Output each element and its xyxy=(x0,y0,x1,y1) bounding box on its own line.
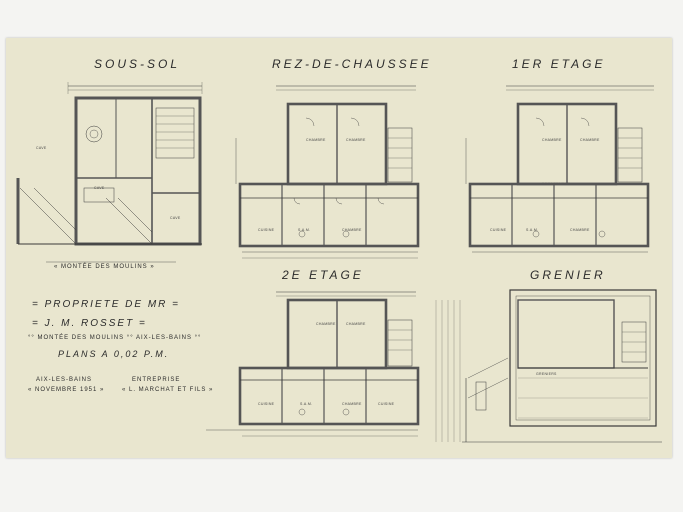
firm-label: ENTREPRISE xyxy=(132,377,181,383)
title-rez-de-chaussee: REZ-DE-CHAUSSEE xyxy=(272,57,432,71)
owner-line: = PROPRIETE DE MR = xyxy=(32,299,181,310)
firm-name: « L. MARCHAT ET FILS » xyxy=(122,387,214,393)
room-label: CHAMBRE xyxy=(580,138,600,142)
room-label: CHAMBRE xyxy=(342,228,362,232)
room-label: S.A.M. xyxy=(526,228,539,232)
room-label: S.A.M. xyxy=(298,228,311,232)
owner-name: = J. M. ROSSET = xyxy=(32,318,147,329)
caption-sous-sol: « MONTÉE DES MOULINS » xyxy=(54,264,155,270)
room-label: CHAMBRE xyxy=(542,138,562,142)
scale-line: PLANS A 0,02 P.M. xyxy=(58,349,170,359)
title-sous-sol: SOUS-SOL xyxy=(94,57,181,71)
room-label: CHAMBRE xyxy=(342,402,362,406)
room-label: S.A.M. xyxy=(300,402,313,406)
title-1er-etage: 1ER ETAGE xyxy=(512,57,606,71)
plan-drawings xyxy=(16,82,662,443)
plan-grenier xyxy=(435,289,662,443)
room-label: CAVE xyxy=(36,146,47,150)
place-label: AIX-LES-BAINS xyxy=(36,377,93,383)
room-label: CUISINE xyxy=(258,402,275,406)
room-label: CUISINE xyxy=(258,228,275,232)
room-label: CHAMBRE xyxy=(570,228,590,232)
address-line: °° MONTÉE DES MOULINS °° AIX-LES-BAINS °… xyxy=(28,335,202,341)
plan-sous-sol xyxy=(16,82,203,263)
title-grenier: GRENIER xyxy=(530,268,606,282)
plan-1er-etage xyxy=(465,85,654,253)
date-label: « NOVEMBRE 1951 » xyxy=(28,387,105,393)
title-2e-etage: 2E ETAGE xyxy=(282,268,364,282)
room-label: CUISINE xyxy=(378,402,395,406)
room-label: CAVE xyxy=(170,216,181,220)
room-label: CHAMBRE xyxy=(316,322,336,326)
room-label: CHAMBRE xyxy=(346,322,366,326)
room-label: GRENIERS xyxy=(536,372,557,376)
room-label: CHAMBRE xyxy=(306,138,326,142)
blueprint-sheet: SOUS-SOL REZ-DE-CHAUSSEE 1ER ETAGE 2E ET… xyxy=(6,38,672,458)
plan-rez-de-chaussee xyxy=(235,85,420,259)
room-label: CUISINE xyxy=(490,228,507,232)
plan-2e-etage xyxy=(206,291,420,437)
room-label: CHAMBRE xyxy=(346,138,366,142)
